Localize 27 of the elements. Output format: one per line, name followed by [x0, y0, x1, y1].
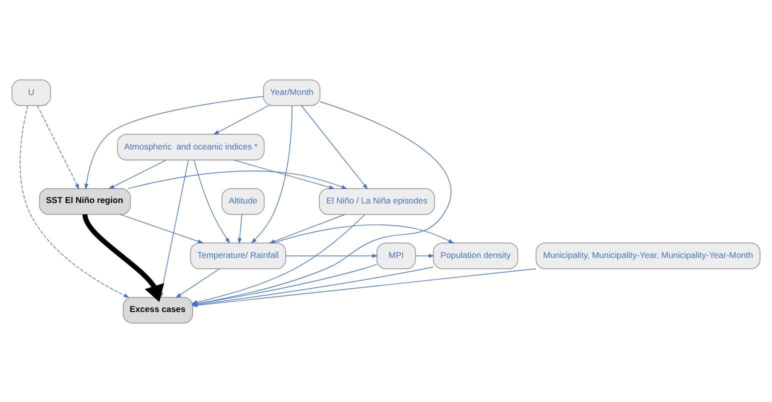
node-box: Municipality, Municipality-Year, Municipality-Year-Month	[536, 242, 760, 269]
node-box: Population density	[433, 242, 518, 269]
node-box: Excess cases	[122, 296, 193, 323]
arrow	[176, 268, 220, 298]
arrow	[233, 159, 335, 189]
node-box: SST El Niño region	[39, 188, 131, 214]
arrow	[213, 104, 269, 134]
arrow	[251, 104, 292, 244]
arrow	[108, 159, 167, 189]
arrow	[194, 159, 230, 244]
arrow	[20, 104, 130, 298]
arrow	[301, 104, 368, 189]
node-box: El Niño / La Niña episodes	[318, 188, 435, 214]
arrow	[128, 170, 348, 188]
node-box: Temperature/ Rainfall	[190, 242, 286, 269]
node-box: Year/Month	[263, 79, 320, 106]
arrow	[120, 214, 204, 243]
arrow	[286, 253, 378, 258]
arrow	[238, 214, 242, 244]
arrow	[37, 104, 80, 190]
arrow	[415, 253, 434, 258]
arrow	[269, 214, 346, 243]
node-box: U	[12, 79, 51, 106]
node-box: MPI	[376, 242, 416, 269]
node-box: Atmospheric and oceanic indices *	[117, 133, 265, 160]
arrow	[273, 224, 454, 243]
node-box: Altitude	[222, 188, 265, 214]
